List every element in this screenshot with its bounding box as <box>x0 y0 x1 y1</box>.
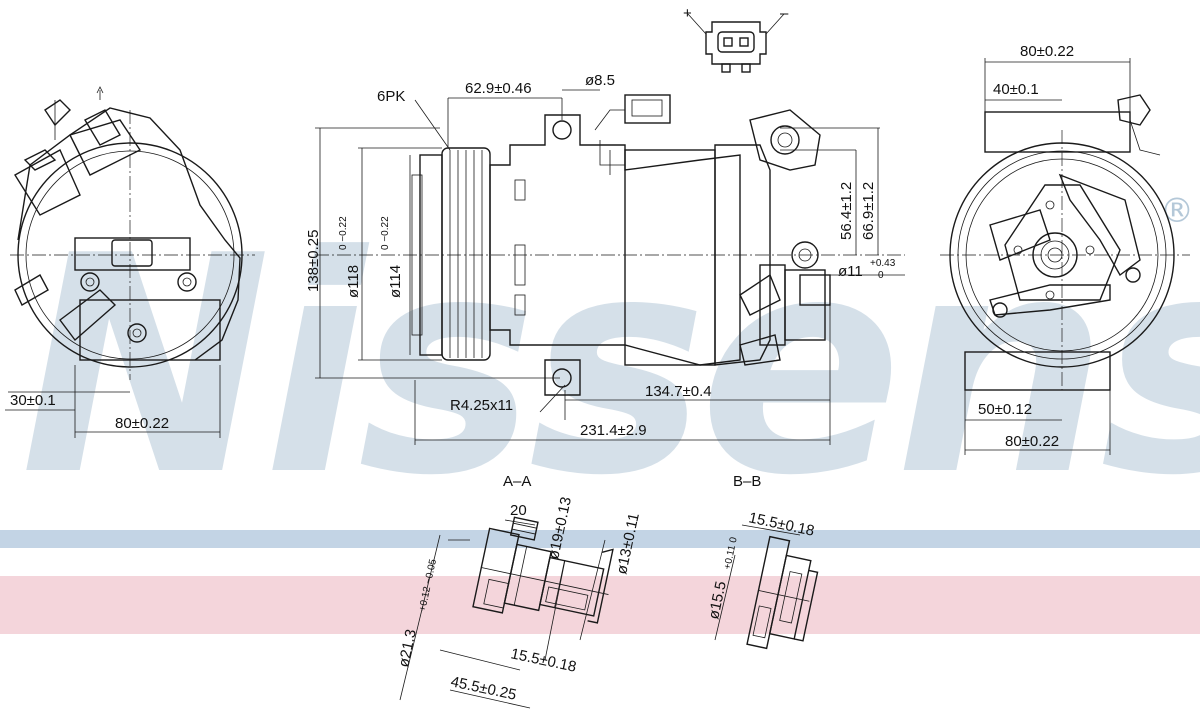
side-dim-11: ø11 <box>838 263 863 280</box>
side-dim-11-tol-top: +0.43 <box>870 258 896 269</box>
side-dim-56-4: 56.4±1.2 <box>838 182 855 240</box>
rear-dim-40: 40±0.1 <box>993 81 1039 98</box>
side-dim-134-7: 134.7±0.4 <box>645 383 712 400</box>
side-dim-114-tol: 0 −0.22 <box>380 216 391 250</box>
side-view <box>315 89 905 445</box>
section-a-dim-15-5: 15.5±0.18 <box>509 645 578 675</box>
section-b <box>714 524 819 650</box>
side-pulley: 6PK <box>377 88 405 105</box>
front-dim-offset: 30±0.1 <box>10 392 56 409</box>
connector-icon: + – <box>683 5 789 73</box>
connector-plus: + <box>683 5 692 22</box>
rear-dim-top-80: 80±0.22 <box>1020 43 1074 60</box>
side-dim-66-9: 66.9±1.2 <box>860 182 877 240</box>
side-dim-hole-top: ø8.5 <box>585 72 615 89</box>
section-a <box>399 516 614 709</box>
connector-minus: – <box>780 5 789 22</box>
front-view <box>5 86 255 438</box>
side-dim-11-tol-bot: 0 <box>878 270 884 281</box>
watermark-text: Nissens <box>20 192 1200 541</box>
front-dim-width: 80±0.22 <box>115 415 169 432</box>
side-dim-231-4: 231.4±2.9 <box>580 422 647 439</box>
side-dim-r425: R4.25x11 <box>450 397 513 414</box>
side-dim-118: ø118 <box>345 265 362 298</box>
section-b-title: B–B <box>733 473 761 490</box>
side-dim-62-9: 62.9±0.46 <box>465 80 532 97</box>
side-dim-114: ø114 <box>387 265 404 298</box>
section-a-dim-20: 20 <box>510 502 527 519</box>
rear-view <box>940 58 1190 455</box>
rear-dim-50: 50±0.12 <box>978 401 1032 418</box>
rear-dim-bottom-80: 80±0.22 <box>1005 433 1059 450</box>
section-a-title: A–A <box>503 473 531 490</box>
section-a-dim-45-5: 45.5±0.25 <box>449 673 518 703</box>
watermark-band-blue <box>0 530 1200 548</box>
side-dim-138: 138±0.25 <box>305 230 322 292</box>
side-dim-118-tol: 0 −0.22 <box>338 216 349 250</box>
